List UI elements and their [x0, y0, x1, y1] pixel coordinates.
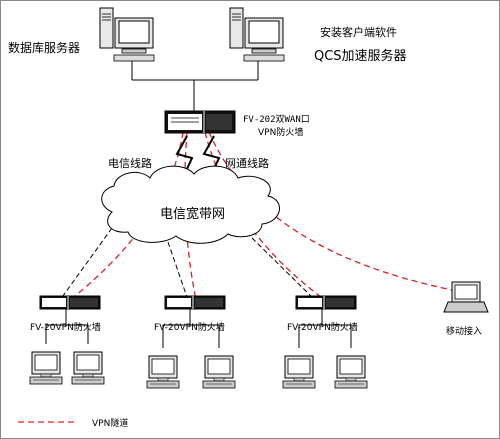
qcs-server-label: QCS加速服务器	[314, 48, 407, 64]
cloud-label: 电信宽带网	[160, 206, 225, 222]
branch-pc-icon	[282, 355, 316, 389]
telecom-line-label: 电信线路	[108, 156, 152, 170]
branch-pc-icon	[71, 351, 105, 385]
qcs-server-icon	[229, 7, 285, 62]
laptop-icon	[443, 281, 489, 313]
branch-firewall-icon	[164, 295, 226, 310]
main-firewall-label-2: VPN防火墙	[258, 126, 303, 138]
branch-firewall-icon	[39, 295, 101, 310]
netcom-line-label: 网通线路	[225, 156, 269, 170]
main-firewall-label: FV-202双WAN口	[243, 114, 310, 125]
branch-firewall-label: FV-20VPN防火墙	[154, 321, 225, 333]
mobile-access-label: 移动接入	[446, 325, 482, 337]
wan-links	[59, 227, 316, 301]
cloud-icon	[101, 165, 280, 244]
branch-pc-icon	[29, 351, 63, 385]
branch-firewall-label: FV-20VPN防火墙	[30, 321, 101, 333]
legend-label: VPN隧道	[92, 417, 128, 429]
branch-firewall-icon	[295, 295, 357, 310]
branch-pc-icon	[202, 355, 236, 389]
main-firewall-icon	[164, 110, 236, 134]
branch-pc-icon	[146, 355, 180, 389]
db-server-icon	[99, 7, 155, 62]
branch-firewall-label: FV-20VPN防火墙	[287, 321, 358, 333]
client-software-label: 安装客户端软件	[320, 25, 397, 39]
branch-pc-icon	[334, 355, 368, 389]
db-server-label: 数据库服务器	[8, 40, 80, 55]
